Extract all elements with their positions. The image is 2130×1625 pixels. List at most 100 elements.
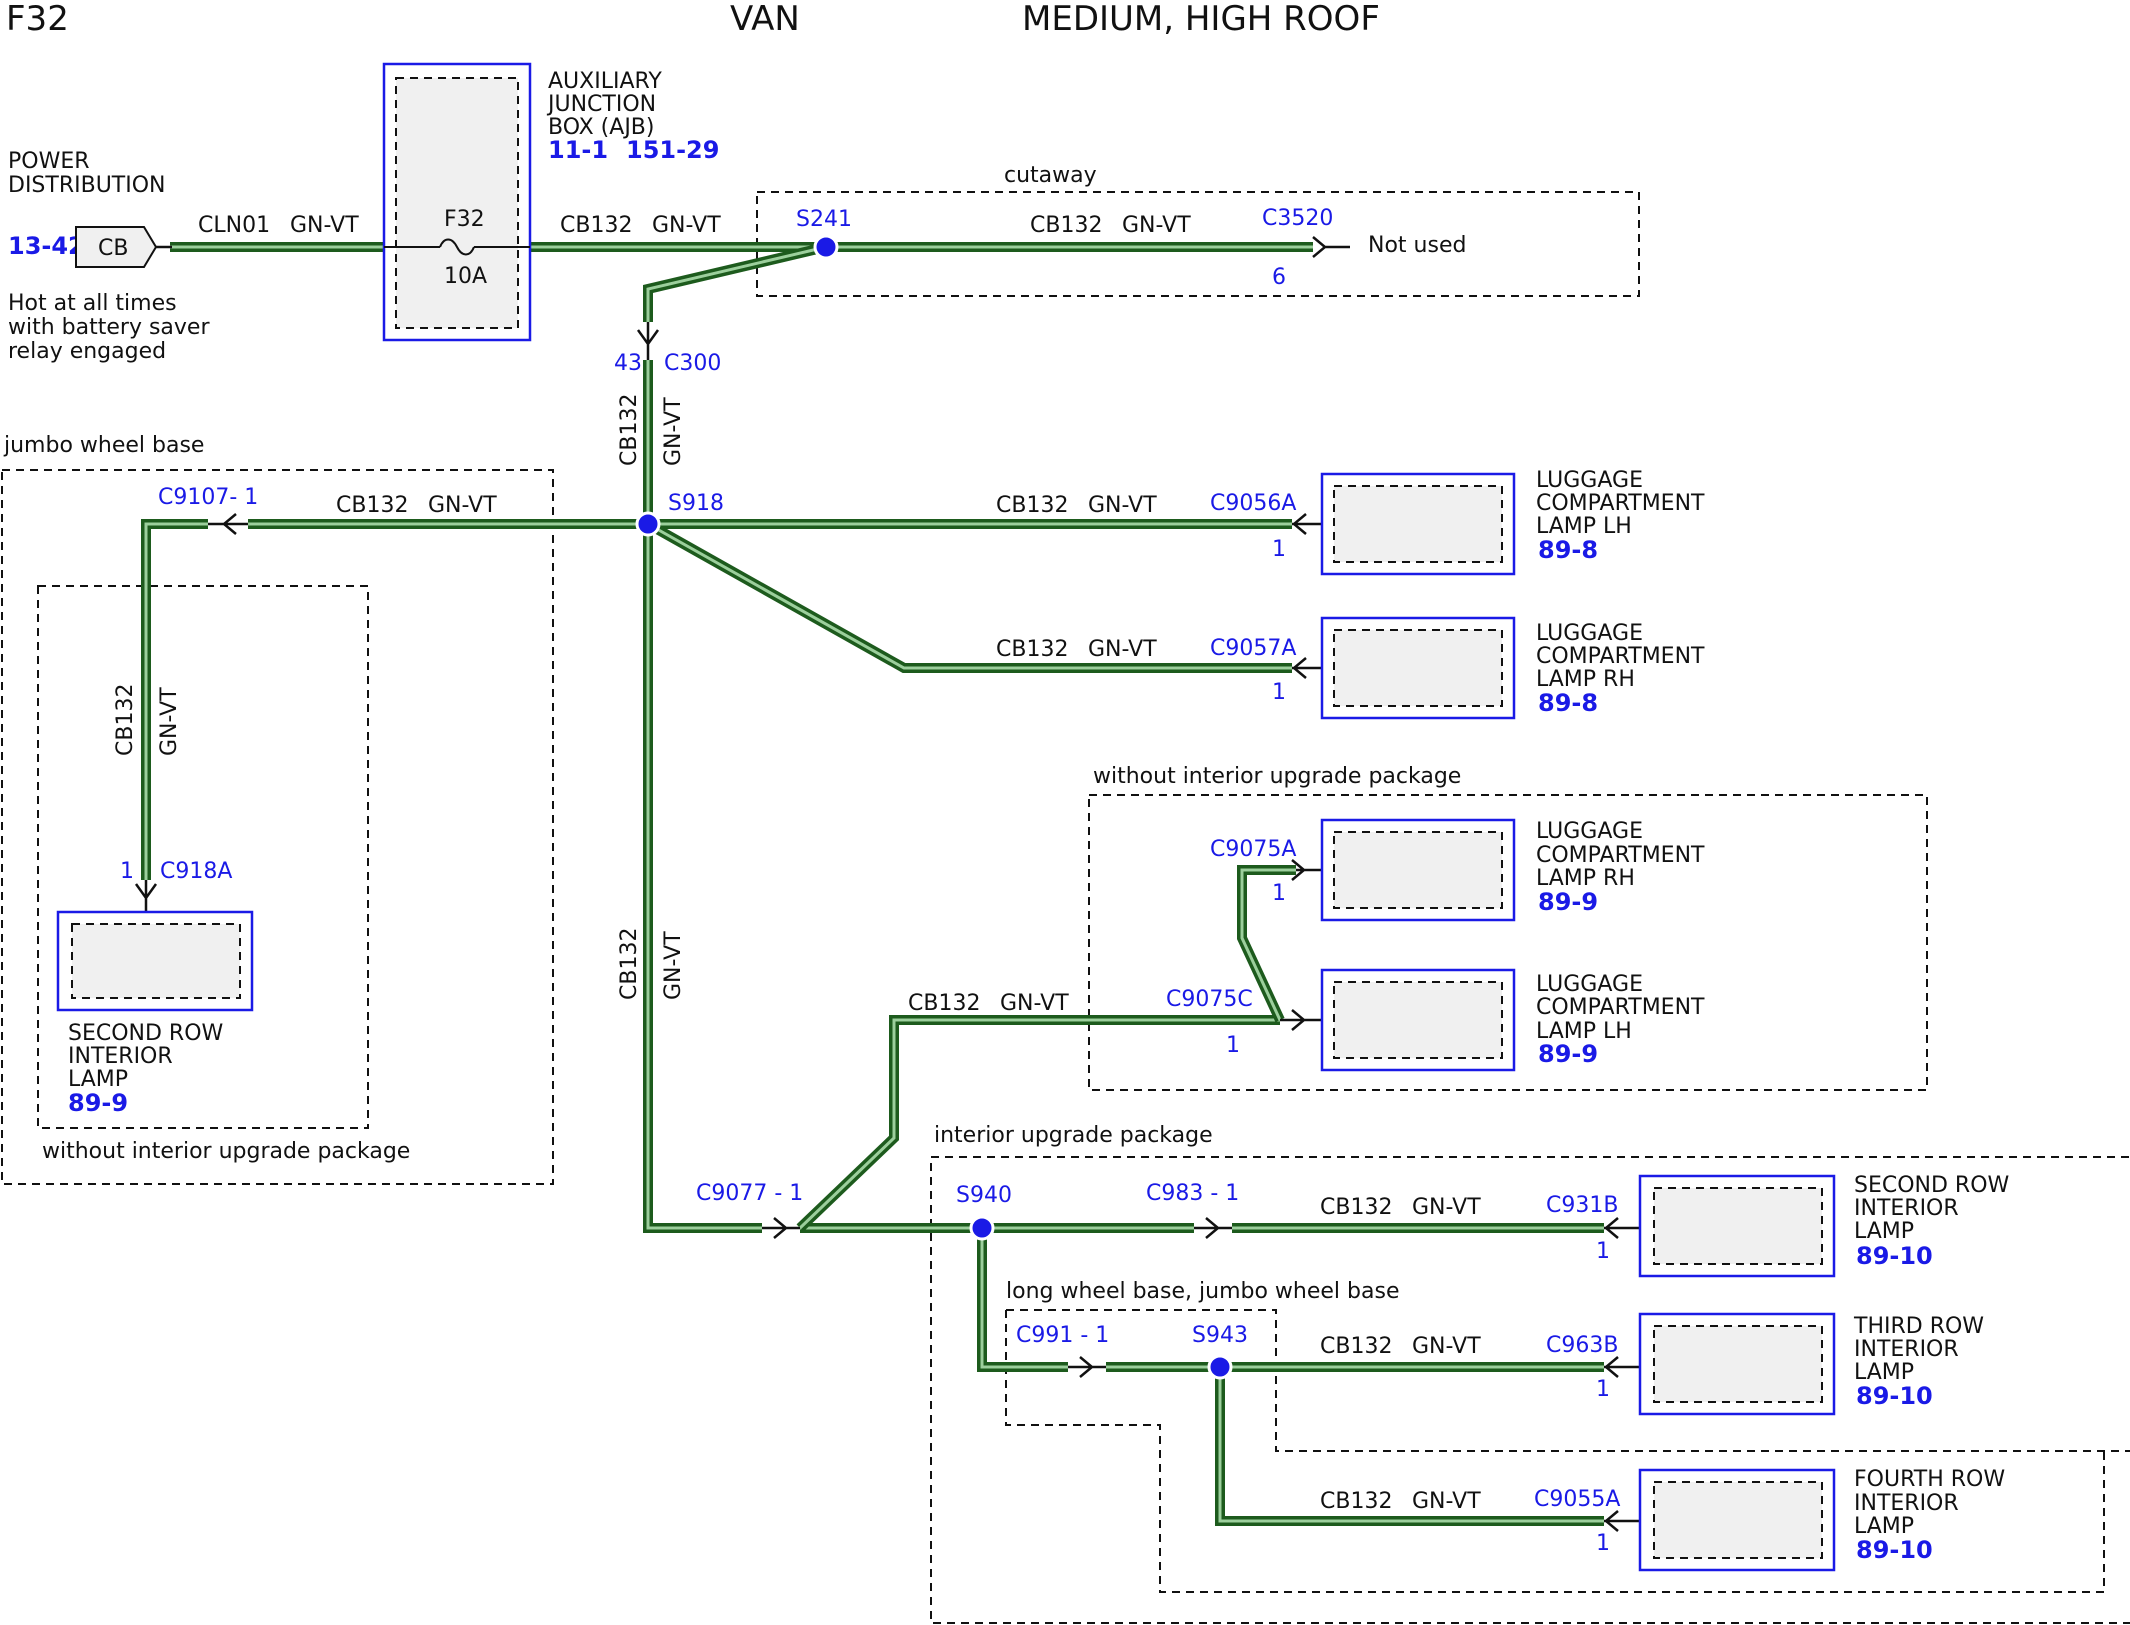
wire-label-a: CB132 (908, 991, 980, 1016)
component-label: LAMP RH (1536, 866, 1635, 891)
connector-c991 (1068, 1356, 1106, 1378)
component-label: LUGGAGE (1536, 468, 1643, 493)
power-note-2: with battery saver (8, 315, 210, 340)
wire-label-b: GN-VT (1412, 1489, 1481, 1514)
wire-label-b: GN-VT (1000, 991, 1069, 1016)
connector-label: C9055A (1534, 1487, 1620, 1512)
wire-label-b: GN-VT (661, 397, 686, 466)
component-third-row-lamp: THIRD ROW INTERIOR LAMP 89-10 (1638, 1312, 1984, 1416)
wire-label-a: CLN01 (198, 213, 270, 238)
wire-label-b: GN-VT (1088, 637, 1157, 662)
region-long-jumbo-label: long wheel base, jumbo wheel base (1006, 1279, 1399, 1304)
wire-labels: CLN01 GN-VT CB132 GN-VT CB132 GN-VT CB13… (113, 213, 1481, 1514)
cb-label: CB (98, 236, 128, 261)
component-label: LUGGAGE (1536, 621, 1643, 646)
component-luggage-lamp-rh-2: LUGGAGE COMPARTMENT LAMP RH 89-9 (1320, 818, 1705, 922)
wire-label-a: CB132 (1320, 1334, 1392, 1359)
component-label: LAMP RH (1536, 667, 1635, 692)
connector-label: C300 (664, 351, 721, 376)
connectors: C3520 6 Not used 43 C300 C9107- 1 1 C918… (120, 206, 1640, 1556)
header-roof: MEDIUM, HIGH ROOF (1022, 0, 1380, 39)
wire-label-a: CB132 (617, 394, 642, 466)
connector-c9075c (1280, 1009, 1322, 1031)
component-ref: 89-10 (1856, 1382, 1933, 1410)
pin-number: 1 (1272, 881, 1286, 906)
wire-label-b: GN-VT (1412, 1334, 1481, 1359)
connector-label: C3520 (1262, 206, 1333, 231)
region-long-jumbo: long wheel base, jumbo wheel base (1005, 1279, 2130, 1593)
component-label: LUGGAGE (1536, 819, 1643, 844)
pin-number: 1 (1596, 1239, 1610, 1264)
wire-s918-c9057a (645, 519, 1292, 673)
component-label: INTERIOR (1854, 1491, 1959, 1516)
power-note-3: relay engaged (8, 339, 166, 364)
splice-label: S940 (956, 1183, 1012, 1208)
connector-c931b (1604, 1217, 1640, 1239)
component-label: INTERIOR (68, 1044, 173, 1069)
component-label: COMPARTMENT (1536, 644, 1705, 669)
power-ref: 13-42 (8, 232, 85, 260)
connector-label: C9075C (1166, 987, 1253, 1012)
connector-c3520 (1312, 236, 1350, 258)
pin-number: 1 (1596, 1531, 1610, 1556)
splice-s943 (1207, 1354, 1233, 1380)
wire-label-b: GN-VT (428, 493, 497, 518)
connector-c9056a (1292, 513, 1322, 535)
component-label: LAMP (68, 1067, 128, 1092)
wire-label-b: GN-VT (652, 213, 721, 238)
region-without-upgrade-right: without interior upgrade package (1088, 764, 1928, 1091)
connector-c300 (636, 322, 660, 360)
wire-label-b: GN-VT (1088, 493, 1157, 518)
connector-c983 (1194, 1217, 1232, 1239)
component-ref: 89-9 (1538, 888, 1598, 916)
splice-label: S918 (668, 491, 724, 516)
wire-label-a: CB132 (1030, 213, 1102, 238)
splice-label: S241 (796, 207, 852, 232)
not-used-label: Not used (1368, 233, 1466, 258)
component-label: INTERIOR (1854, 1196, 1959, 1221)
component-label: LAMP (1854, 1360, 1914, 1385)
wire-label-a: CB132 (1320, 1195, 1392, 1220)
component-label: LAMP LH (1536, 1019, 1632, 1044)
wire-s241-c300 (643, 242, 828, 322)
fuse-icon (439, 238, 475, 256)
splices: S241 S918 S940 S943 (635, 207, 1248, 1380)
component-ref: 89-9 (1538, 1040, 1598, 1068)
power-label-1: POWER (8, 149, 90, 174)
connector-c963b (1604, 1356, 1640, 1378)
connector-label: C9075A (1210, 837, 1296, 862)
component-label: COMPARTMENT (1536, 491, 1705, 516)
component-label: LAMP (1854, 1514, 1914, 1539)
wire-label-b: GN-VT (1122, 213, 1191, 238)
region-cutaway-label: cutaway (1004, 163, 1097, 188)
connector-label: C991 - 1 (1016, 1323, 1109, 1348)
wire-s940-c991 (977, 1228, 1068, 1372)
region-interior-label: interior upgrade package (934, 1123, 1213, 1148)
connector-label: C9077 - 1 (696, 1181, 803, 1206)
wires (141, 242, 1604, 1526)
region-without-left-label: without interior upgrade package (42, 1139, 410, 1164)
component-fourth-row-lamp: FOURTH ROW INTERIOR LAMP 89-10 (1638, 1467, 2005, 1572)
power-distribution: POWER DISTRIBUTION 13-42 CB Hot at all t… (8, 149, 210, 364)
connector-label: C9056A (1210, 491, 1296, 516)
component-label: LAMP (1854, 1219, 1914, 1244)
component-luggage-lamp-lh-2: LUGGAGE COMPARTMENT LAMP LH 89-9 (1320, 968, 1705, 1072)
component-label: SECOND ROW (1854, 1173, 2010, 1198)
wire-label-a: CB132 (113, 684, 138, 756)
ajb-ref-1: 11-1 (548, 136, 608, 164)
cb-block (75, 226, 158, 268)
component-label: INTERIOR (1854, 1337, 1959, 1362)
pin-number: 43 (614, 351, 642, 376)
region-cutaway: cutaway (756, 163, 1640, 297)
component-ref: 89-10 (1856, 1536, 1933, 1564)
region-interior-upgrade: interior upgrade package (930, 1123, 2130, 1624)
wire-c9075c-c9075a (1237, 865, 1296, 1023)
header-body: VAN (730, 0, 800, 39)
power-note-1: Hot at all times (8, 291, 177, 316)
component-label: THIRD ROW (1853, 1314, 1984, 1339)
connector-label: C9057A (1210, 636, 1296, 661)
auxiliary-junction-box: F32 10A AUXILIARY JUNCTION BOX (AJB) 11-… (382, 62, 719, 342)
ajb-fuse: F32 (444, 207, 485, 232)
connector-c9077 (762, 1217, 800, 1239)
ajb-label-2: JUNCTION (546, 92, 656, 117)
